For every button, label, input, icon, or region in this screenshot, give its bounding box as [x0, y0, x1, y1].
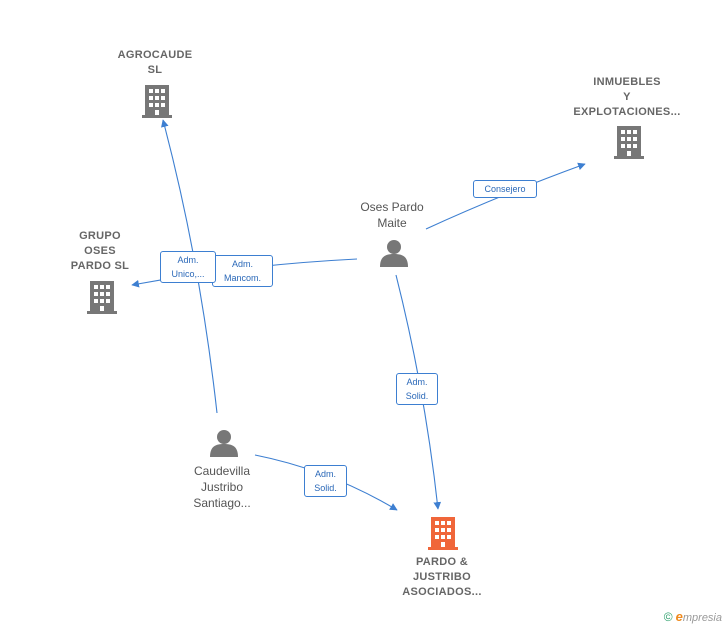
- edge-label-consejero[interactable]: Consejero: [473, 180, 537, 198]
- edge-label-adm-unico[interactable]: Adm. Unico,...: [160, 251, 216, 283]
- edge-label-adm-solid-caudevilla[interactable]: Adm. Solid.: [304, 465, 347, 497]
- edge-label-adm-mancom[interactable]: Adm. Mancom.: [212, 255, 273, 287]
- node-label-grupo[interactable]: GRUPO OSES PARDO SL: [70, 230, 130, 272]
- node-label-agrocaude[interactable]: AGROCAUDE SL: [117, 49, 193, 76]
- edge-label-adm-solid-oses[interactable]: Adm. Solid.: [396, 373, 438, 405]
- building-icon[interactable]: [614, 126, 644, 159]
- node-label-inmuebles[interactable]: INMUEBLES Y EXPLOTACIONES...: [573, 76, 681, 118]
- copyright-icon: ©: [663, 610, 673, 624]
- building-icon[interactable]: [428, 517, 458, 550]
- person-icon[interactable]: [380, 240, 408, 267]
- building-icon[interactable]: [142, 85, 172, 118]
- person-icon[interactable]: [210, 430, 238, 457]
- brand-logo: ©empresia: [663, 609, 722, 624]
- node-label-oses[interactable]: Oses Pardo Maite: [360, 200, 424, 230]
- node-label-caudevilla[interactable]: Caudevilla Justribo Santiago...: [193, 464, 251, 510]
- node-label-pardo[interactable]: PARDO & JUSTRIBO ASOCIADOS...: [402, 556, 482, 598]
- building-icon[interactable]: [87, 281, 117, 314]
